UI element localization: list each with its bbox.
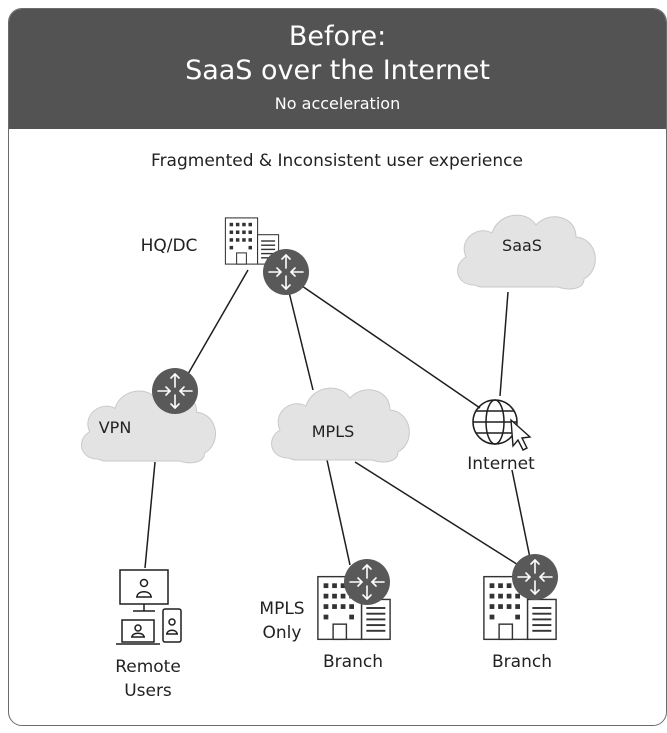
hq-router-icon xyxy=(262,248,310,296)
link-internet-branch-right xyxy=(511,469,531,559)
hq-label: HQ/DC xyxy=(141,236,198,256)
header-banner: Before: SaaS over the Internet No accele… xyxy=(9,9,666,129)
mpls-only-line-1: MPLS xyxy=(259,599,304,619)
globe-icon xyxy=(472,399,518,445)
saas-label: SaaS xyxy=(502,236,542,255)
link-mpls-branch-left xyxy=(326,459,351,566)
vpn-router-icon xyxy=(151,367,199,415)
cursor-icon xyxy=(510,418,532,451)
caption: Fragmented & Inconsistent user experienc… xyxy=(151,151,523,171)
link-vpn-remote xyxy=(144,461,156,569)
remote-label-line-2: Users xyxy=(124,681,172,701)
internet-label: Internet xyxy=(467,454,535,474)
vpn-label: VPN xyxy=(99,418,132,437)
link-hq-internet xyxy=(301,285,481,409)
mpls-label: MPLS xyxy=(312,422,355,441)
title-line-2: SaaS over the Internet xyxy=(185,55,490,86)
branch-left-label: Branch xyxy=(323,652,383,672)
title-line-1: Before: xyxy=(288,21,387,52)
monitor-user-icon xyxy=(119,569,169,612)
link-hq-mpls xyxy=(287,287,314,391)
subtitle: No acceleration xyxy=(274,94,401,113)
branch-right-label: Branch xyxy=(492,652,552,672)
link-mpls-branch-right xyxy=(354,461,524,569)
branch-right-router-icon xyxy=(511,553,559,601)
link-hq-vpn xyxy=(187,269,249,375)
link-saas-internet xyxy=(499,291,509,397)
mpls-only-line-2: Only xyxy=(263,623,302,643)
phone-user-icon xyxy=(162,608,182,643)
connection-lines xyxy=(144,269,531,569)
branch-left-router-icon xyxy=(343,558,391,606)
laptop-user-icon xyxy=(116,619,160,645)
remote-label-line-1: Remote xyxy=(115,657,181,677)
